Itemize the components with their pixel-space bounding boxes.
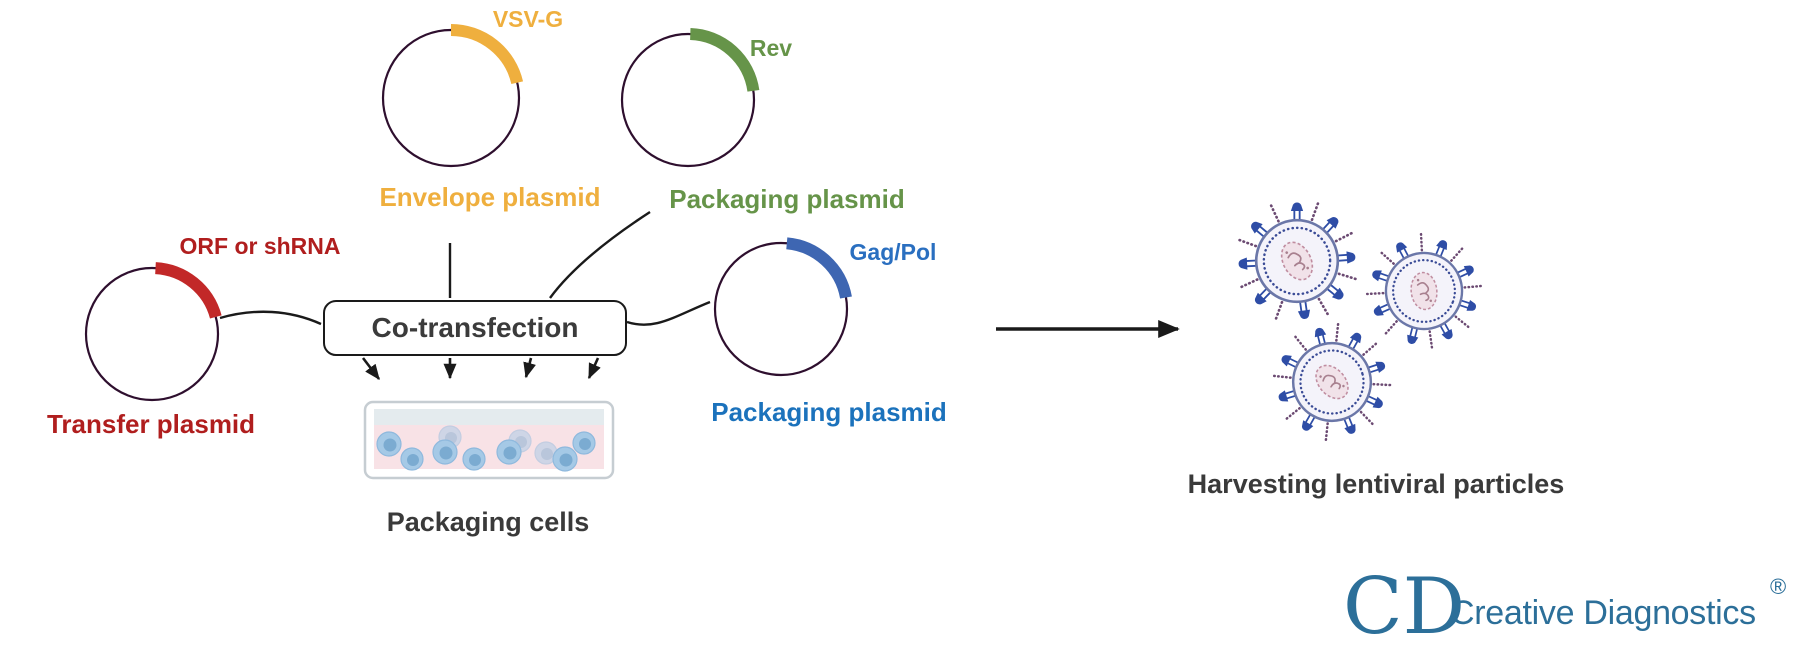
vsv-g-gene-arc xyxy=(450,24,524,85)
cell-icon xyxy=(534,441,558,465)
packaging-cells-caption: Packaging cells xyxy=(386,507,590,537)
packaging-plasmid-gagpol-label: Packaging plasmid xyxy=(711,397,947,427)
transfection-arrow-icon xyxy=(587,357,601,380)
transfer-plasmid-icon xyxy=(84,266,220,402)
envelope-plasmid-icon xyxy=(381,28,521,168)
cell-icon xyxy=(376,431,402,457)
cell-icon xyxy=(462,447,486,471)
envelope-plasmid-label: Envelope plasmid xyxy=(379,182,601,212)
cell-icon xyxy=(552,446,578,472)
vsv-g-label: VSV-G xyxy=(492,6,564,32)
packaging-plasmid-rev-label: Packaging plasmid xyxy=(669,184,905,214)
harvesting-caption: Harvesting lentiviral particles xyxy=(1187,469,1565,499)
packaging-gagpol-plasmid-icon xyxy=(713,241,849,377)
cd-monogram: CD xyxy=(1343,562,1466,652)
transfection-arrow-icon xyxy=(523,357,536,379)
lentivirus-icon xyxy=(1236,200,1359,322)
brand-logo: CD Creative Diagnostics ® xyxy=(1343,568,1800,648)
cell-icon xyxy=(572,431,596,455)
gagpol-connector-line xyxy=(626,300,711,326)
orf-shrna-label: ORF or shRNA xyxy=(179,233,341,259)
packaging-rev-plasmid-icon xyxy=(620,32,756,168)
gag-pol-gene-arc xyxy=(786,237,852,299)
transfer-plasmid-label: Transfer plasmid xyxy=(46,409,256,439)
brand-name: Creative Diagnostics xyxy=(1450,594,1756,632)
culture-dish-icon xyxy=(363,400,615,480)
orf-shrna-gene-arc xyxy=(154,262,222,319)
cell-icon xyxy=(496,439,522,465)
packaging-cells-icons xyxy=(376,425,596,472)
transfer-connector-line xyxy=(219,310,322,326)
lentivirus-icon xyxy=(1350,217,1499,365)
co-transfection-box: Co-transfection xyxy=(323,300,627,356)
transfection-arrow-icon xyxy=(361,357,381,381)
rev-connector-line xyxy=(549,210,651,299)
rev-gene-arc xyxy=(689,28,760,92)
gag-pol-label: Gag/Pol xyxy=(849,239,937,265)
cell-icon xyxy=(400,447,424,471)
rev-label: Rev xyxy=(749,35,793,61)
registered-mark: ® xyxy=(1770,574,1787,599)
cell-icon xyxy=(432,439,458,465)
lentivirus-icon xyxy=(1262,311,1403,452)
